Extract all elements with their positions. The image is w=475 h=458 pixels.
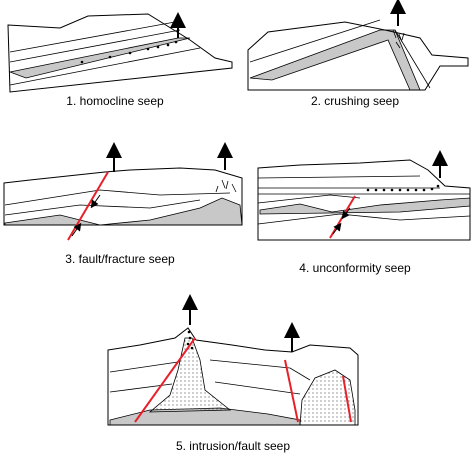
fault-offset-arrow-icon: [90, 194, 101, 209]
stratum-line: [4, 189, 231, 206]
fault-line: [329, 195, 356, 239]
dome-intrusion: [299, 369, 356, 426]
block-outline: [7, 13, 233, 93]
crush-fracture-marks: [392, 29, 405, 49]
oil-droplet-icon: [80, 40, 178, 64]
stratum-line: [257, 175, 421, 179]
panel-unconformity: 4. unconformity seep: [257, 150, 471, 275]
block-outline: [3, 167, 243, 226]
stratum-line: [249, 19, 381, 63]
stratum-line: [257, 213, 471, 225]
stratum-line: [109, 383, 173, 393]
panel-caption: 3. fault/fracture seep: [65, 252, 175, 266]
fault-line: [342, 375, 352, 423]
diapir-intrusion: [148, 337, 232, 413]
panel-caption: 4. unconformity seep: [299, 261, 411, 275]
stratum-line: [109, 361, 179, 373]
panel-homocline: 1. homocline seep: [7, 12, 233, 108]
reservoir-bed: [4, 197, 243, 226]
reservoir-bed: [249, 29, 421, 91]
stratum-line: [257, 194, 361, 204]
fracture-marks: [215, 179, 237, 193]
stratum-line: [4, 199, 201, 216]
oil-droplet-icon: [186, 330, 194, 350]
block-outline: [247, 21, 469, 91]
stratum-line: [9, 29, 181, 63]
panel-caption: 2. crushing seep: [311, 94, 399, 108]
fault-offset-arrow-icon: [71, 222, 82, 237]
fault-line: [134, 337, 196, 423]
panel-caption: 1. homocline seep: [66, 94, 164, 108]
panel-caption: 5. intrusion/fault seep: [176, 439, 290, 453]
panel-crushing: 2. crushing seep: [247, 0, 469, 108]
reservoir-bed: [259, 197, 471, 215]
fault-line: [284, 359, 299, 423]
oil-droplet-icon: [366, 184, 440, 192]
panel-fault-fracture: 3. fault/fracture seep: [3, 142, 243, 266]
stratum-line: [9, 21, 176, 53]
block-outline: [257, 159, 471, 241]
stratum-line: [214, 381, 301, 395]
panel-intrusion-fault: 5. intrusion/fault seep: [107, 294, 359, 453]
fault-offset-arrow-icon: [341, 207, 351, 220]
block-outline: [107, 327, 359, 426]
reservoir-bed: [8, 37, 191, 79]
stratum-line: [209, 359, 311, 381]
fault-offset-arrow-icon: [332, 222, 342, 235]
stratum-line: [9, 47, 201, 86]
